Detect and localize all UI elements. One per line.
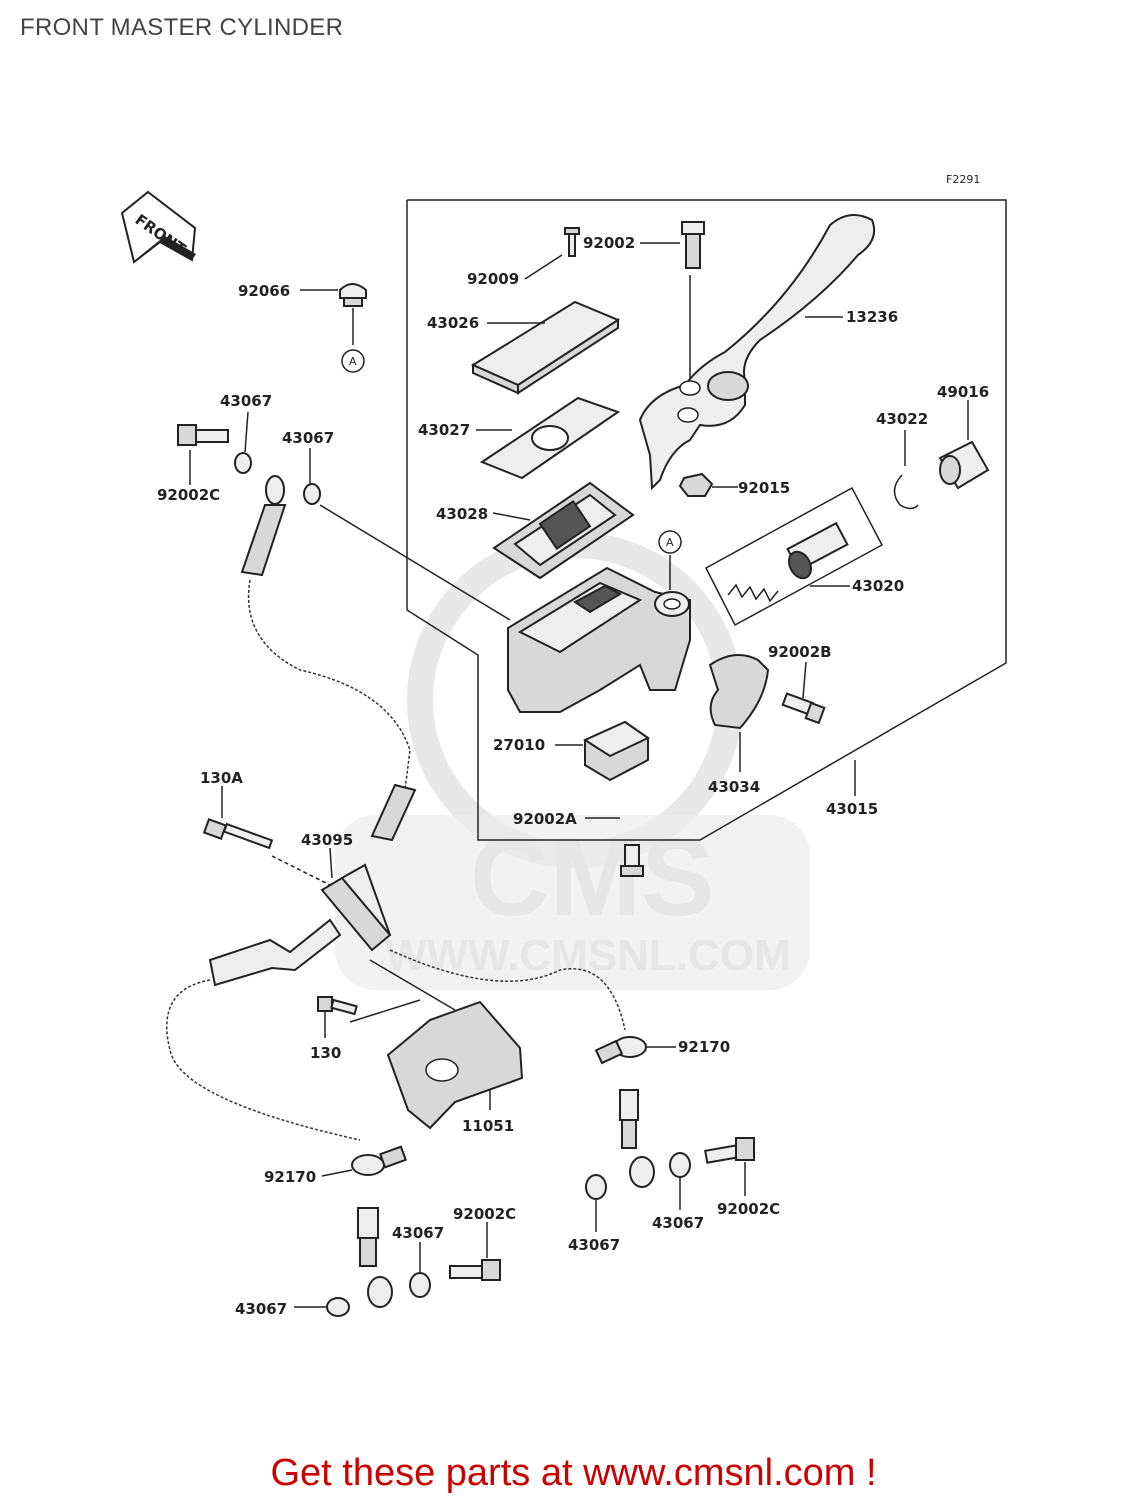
callout-43022: 43022	[876, 410, 928, 428]
callout-92002a: 92002A	[513, 810, 577, 828]
callout-43028: 43028	[436, 505, 488, 523]
screw-92009	[524, 227, 580, 280]
callout-43015: 43015	[826, 800, 878, 818]
lower-hose-left	[166, 918, 361, 1141]
callout-92002: 92002	[583, 234, 635, 252]
bolt-130a	[202, 786, 331, 886]
bolt-92002b	[781, 661, 826, 725]
screw-92002a	[585, 817, 644, 877]
plate-43027	[476, 396, 621, 480]
front-arrow-icon: FRONT	[120, 190, 197, 264]
page-title: FRONT MASTER CYLINDER	[20, 14, 344, 41]
joint-43095	[320, 847, 392, 952]
banjo-fitting-left	[321, 1145, 408, 1308]
callout-43067-c: 43067	[392, 1224, 444, 1242]
boot-49016	[938, 400, 990, 490]
master-cylinder-body	[507, 530, 691, 713]
footer-promo-text[interactable]: Get these parts at www.cmsnl.com !	[270, 1452, 877, 1494]
clamp-43034	[708, 654, 770, 772]
callout-92009: 92009	[467, 270, 519, 288]
callout-43027: 43027	[418, 421, 470, 439]
callout-92170-a: 92170	[264, 1168, 316, 1186]
lower-hose-right	[389, 949, 626, 1031]
ref-a-cap: A	[349, 355, 357, 368]
bracket-11051	[349, 959, 524, 1130]
callout-13236: 13236	[846, 308, 898, 326]
callout-43034: 43034	[708, 778, 760, 796]
callout-43067-b: 43067	[282, 429, 334, 447]
watermark-url: WWW.CMSNL.COM	[385, 931, 791, 980]
nut-92015	[678, 472, 738, 497]
watermark-logo: CMS	[470, 816, 714, 939]
callout-43067-f: 43067	[652, 1214, 704, 1232]
cms-watermark: CMS WWW.CMSNL.COM	[335, 532, 810, 990]
figure-code: F2291	[946, 173, 980, 186]
callout-43067-d: 43067	[235, 1300, 287, 1318]
callout-43067-e: 43067	[568, 1236, 620, 1254]
callout-43095: 43095	[301, 831, 353, 849]
callout-92002c-a: 92002C	[157, 486, 220, 504]
callout-11051: 11051	[462, 1117, 514, 1135]
banjo-fitting-right	[594, 1036, 676, 1188]
diaphragm-43028	[492, 481, 635, 580]
callout-43020: 43020	[852, 577, 904, 595]
callout-92170-b: 92170	[678, 1038, 730, 1056]
assembly-outline	[406, 199, 1007, 841]
callout-92002b: 92002B	[768, 643, 832, 661]
callout-92002c-c: 92002C	[717, 1200, 780, 1218]
callout-27010: 27010	[493, 736, 545, 754]
lower-right-washers	[585, 1137, 755, 1232]
callout-49016: 49016	[937, 383, 989, 401]
lower-left-washers	[294, 1222, 501, 1317]
callout-92066: 92066	[238, 282, 290, 300]
banjo-bolt-upper	[177, 411, 511, 621]
brake-lever-13236	[638, 214, 876, 491]
callout-92015: 92015	[738, 479, 790, 497]
bolt-130	[317, 996, 358, 1038]
piston-kit-43020	[705, 486, 884, 627]
parts-diagram: CMS WWW.CMSNL.COM FRONT F2291 92066 A 43…	[120, 173, 1007, 1318]
ref-a-body: A	[666, 536, 674, 549]
pivot-bolt-92002	[640, 221, 705, 385]
upper-hose	[240, 475, 417, 842]
switch-27010	[555, 720, 650, 782]
circlip-43022	[893, 430, 919, 510]
callout-43067-a: 43067	[220, 392, 272, 410]
callout-130a: 130A	[200, 769, 243, 787]
callout-92002c-b: 92002C	[453, 1205, 516, 1223]
cap-92066	[300, 283, 367, 373]
callout-43026: 43026	[427, 314, 479, 332]
callout-130: 130	[310, 1044, 341, 1062]
reservoir-cap-43026	[470, 300, 621, 395]
